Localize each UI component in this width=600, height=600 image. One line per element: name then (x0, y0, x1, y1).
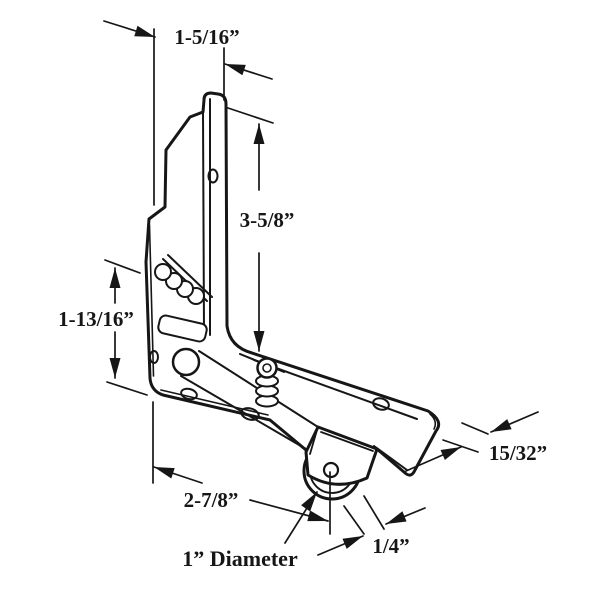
roller-assembly (302, 425, 379, 501)
base-hole (240, 407, 260, 421)
dim-base-width: 2-7/8” (152, 401, 329, 522)
dimensions: 1-5/16” 3-5/8” 1-13/16” 2-7/8” (58, 20, 547, 571)
corner-spring (255, 357, 279, 408)
dim-wheel-offset-label: 1/4” (372, 534, 409, 558)
dim-tip-gap-ext-ticks (442, 422, 489, 453)
bracket-details (148, 98, 437, 471)
grip-spring-coils (154, 263, 205, 305)
bracket-drawing (144, 91, 441, 501)
housing-fold-lines (309, 429, 374, 455)
dim-grip-height: 1-13/16” (58, 259, 148, 396)
dim-wheel-diameter: 1” Diameter (182, 471, 331, 571)
latch-plate (157, 314, 208, 343)
spring-cap-hole (262, 363, 272, 373)
bottom-inner-edge (160, 389, 269, 416)
arm-tip-inner-line (429, 413, 437, 430)
dim-rail-height-ext-tick (227, 107, 274, 124)
dim-wheel-diameter-label: 1” Diameter (182, 546, 298, 571)
dim-wheel-offset: 1/4” (317, 495, 426, 558)
dim-top-width-ext-lines (153, 28, 225, 206)
dim-base-width-leaders (153, 466, 329, 522)
arm-hole (372, 397, 390, 411)
rail-hole (207, 168, 219, 184)
dim-base-width-label: 2-7/8” (184, 488, 239, 512)
plate-hole (149, 350, 159, 364)
dim-wheel-diameter-arrowhead (301, 492, 317, 512)
grip-coil (154, 263, 172, 281)
dim-tip-gap: 15/32” (405, 411, 547, 472)
dim-grip-height-label: 1-13/16” (58, 307, 134, 331)
dim-grip-height-ext-ticks (104, 259, 148, 396)
dim-tip-gap-label: 15/32” (489, 441, 547, 465)
axle-hole (322, 461, 340, 479)
dim-wheel-offset-ext-ticks (343, 495, 385, 535)
dim-base-width-arrowheads (154, 467, 328, 522)
bracket-body (144, 91, 441, 477)
dim-tip-gap-arrowheads (440, 419, 512, 460)
dim-rail-height: 3-5/8” (227, 107, 295, 352)
dim-rail-height-label: 3-5/8” (240, 208, 295, 232)
dim-top-width-label: 1-5/16” (174, 25, 239, 49)
spur-fold-line (373, 445, 408, 471)
dim-top-width: 1-5/16” (103, 20, 273, 206)
lever-hole (180, 387, 198, 401)
dim-wheel-offset-arrowheads (342, 511, 407, 549)
pivot-rivet (171, 347, 201, 377)
